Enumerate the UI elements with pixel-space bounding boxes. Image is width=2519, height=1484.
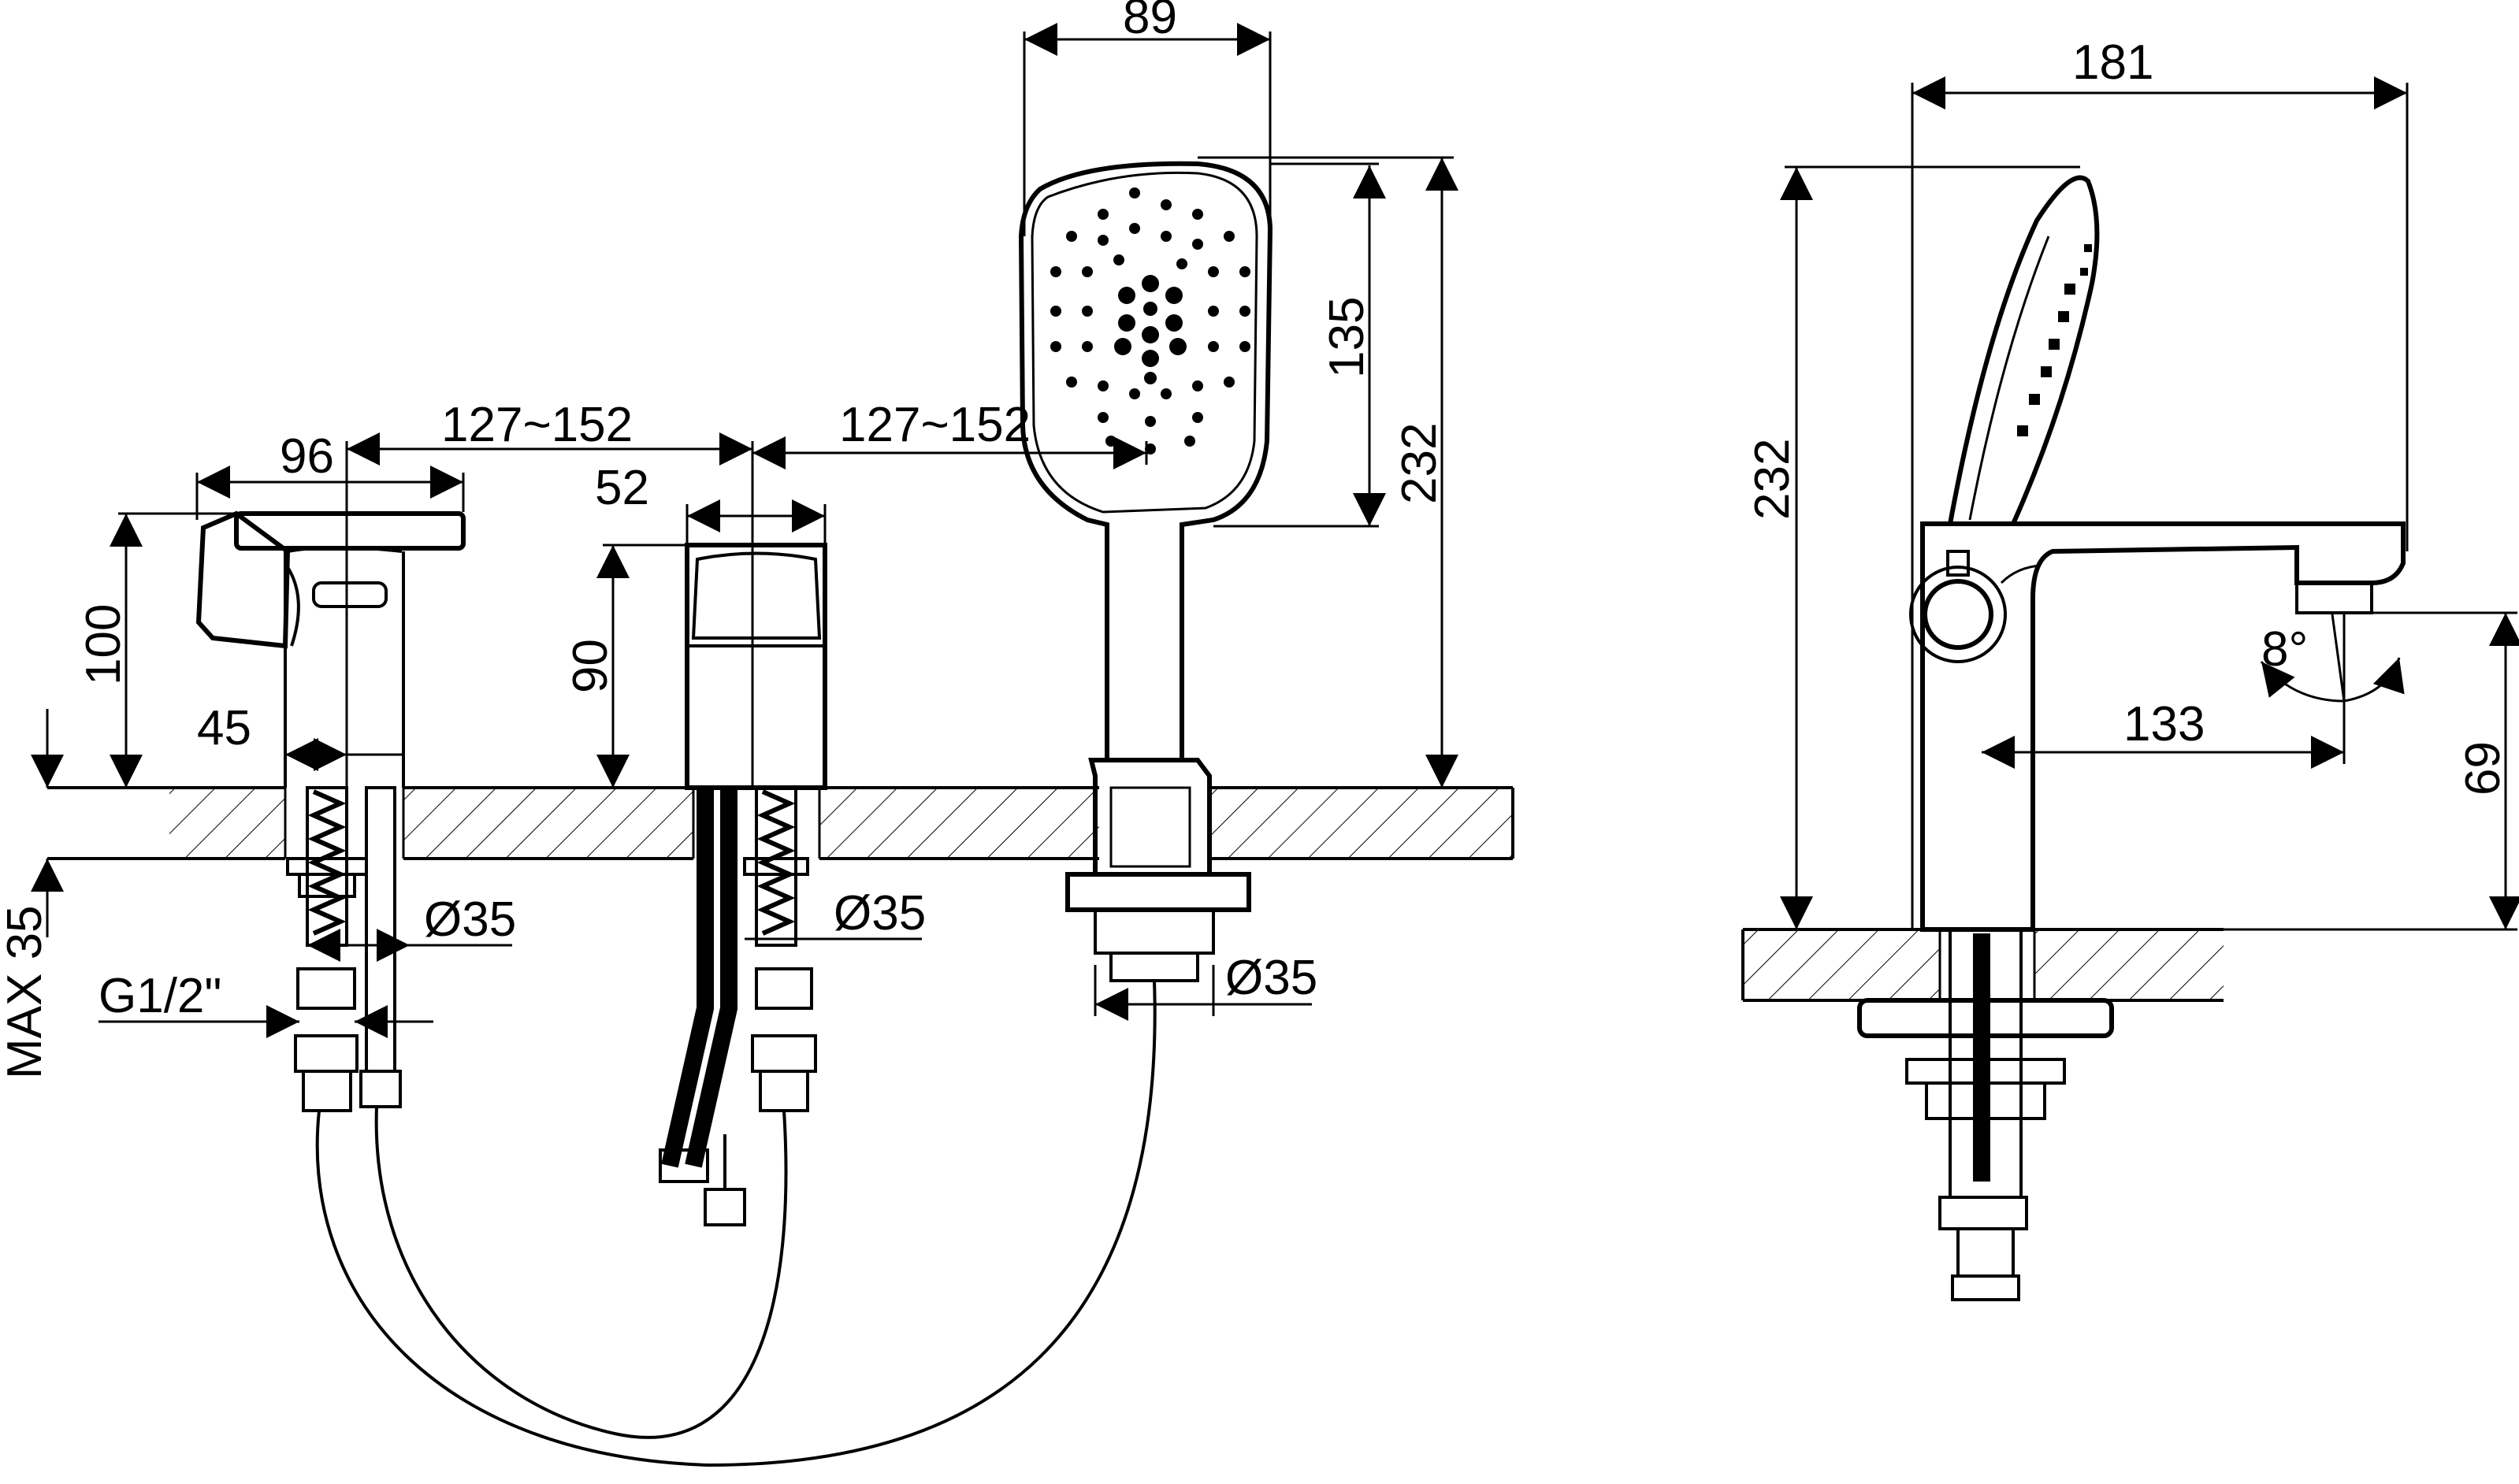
dim-height-90: 90 bbox=[563, 639, 618, 693]
dim-angle: 8° bbox=[2261, 622, 2308, 677]
front-dimensions: 96 127~152 127~152 52 89 100 bbox=[0, 0, 1458, 1079]
mixer-body bbox=[685, 543, 827, 790]
hand-shower bbox=[1018, 161, 1273, 982]
dim-height-69: 69 bbox=[2456, 741, 2510, 796]
dim-height-232: 232 bbox=[1392, 423, 1447, 504]
dim-height-135: 135 bbox=[1320, 297, 1374, 378]
dim-dia-right: Ø35 bbox=[1225, 951, 1317, 1005]
dim-spacing-right: 127~152 bbox=[839, 398, 1031, 452]
front-view: 96 127~152 127~152 52 89 100 bbox=[0, 0, 1514, 1467]
dim-width-96: 96 bbox=[280, 429, 334, 484]
spout bbox=[195, 510, 466, 788]
dim-dia-middle: Ø35 bbox=[834, 886, 926, 940]
shower-nozzles bbox=[1050, 187, 1250, 454]
side-body bbox=[1909, 175, 2406, 932]
dim-side-height-232: 232 bbox=[1745, 439, 1800, 520]
dim-max-thickness: MAX 35 bbox=[0, 905, 52, 1079]
dim-thread: G1/2" bbox=[98, 969, 221, 1023]
dim-width-89: 89 bbox=[1123, 0, 1177, 44]
dim-spacing-left: 127~152 bbox=[441, 398, 633, 452]
side-connections bbox=[1857, 928, 2114, 1301]
dim-width-52: 52 bbox=[595, 461, 649, 515]
side-view: 181 232 133 69 8° bbox=[1741, 35, 2519, 1301]
dim-dia-left: Ø35 bbox=[424, 892, 516, 947]
dim-reach-133: 133 bbox=[2123, 697, 2205, 751]
dim-height-100: 100 bbox=[76, 604, 131, 685]
side-dimensions: 181 232 133 69 8° bbox=[1745, 35, 2519, 931]
supply-connections bbox=[286, 786, 1157, 1467]
dim-depth-181: 181 bbox=[2072, 35, 2153, 90]
side-nozzles bbox=[2017, 244, 2092, 436]
dim-offset-45: 45 bbox=[197, 701, 251, 755]
